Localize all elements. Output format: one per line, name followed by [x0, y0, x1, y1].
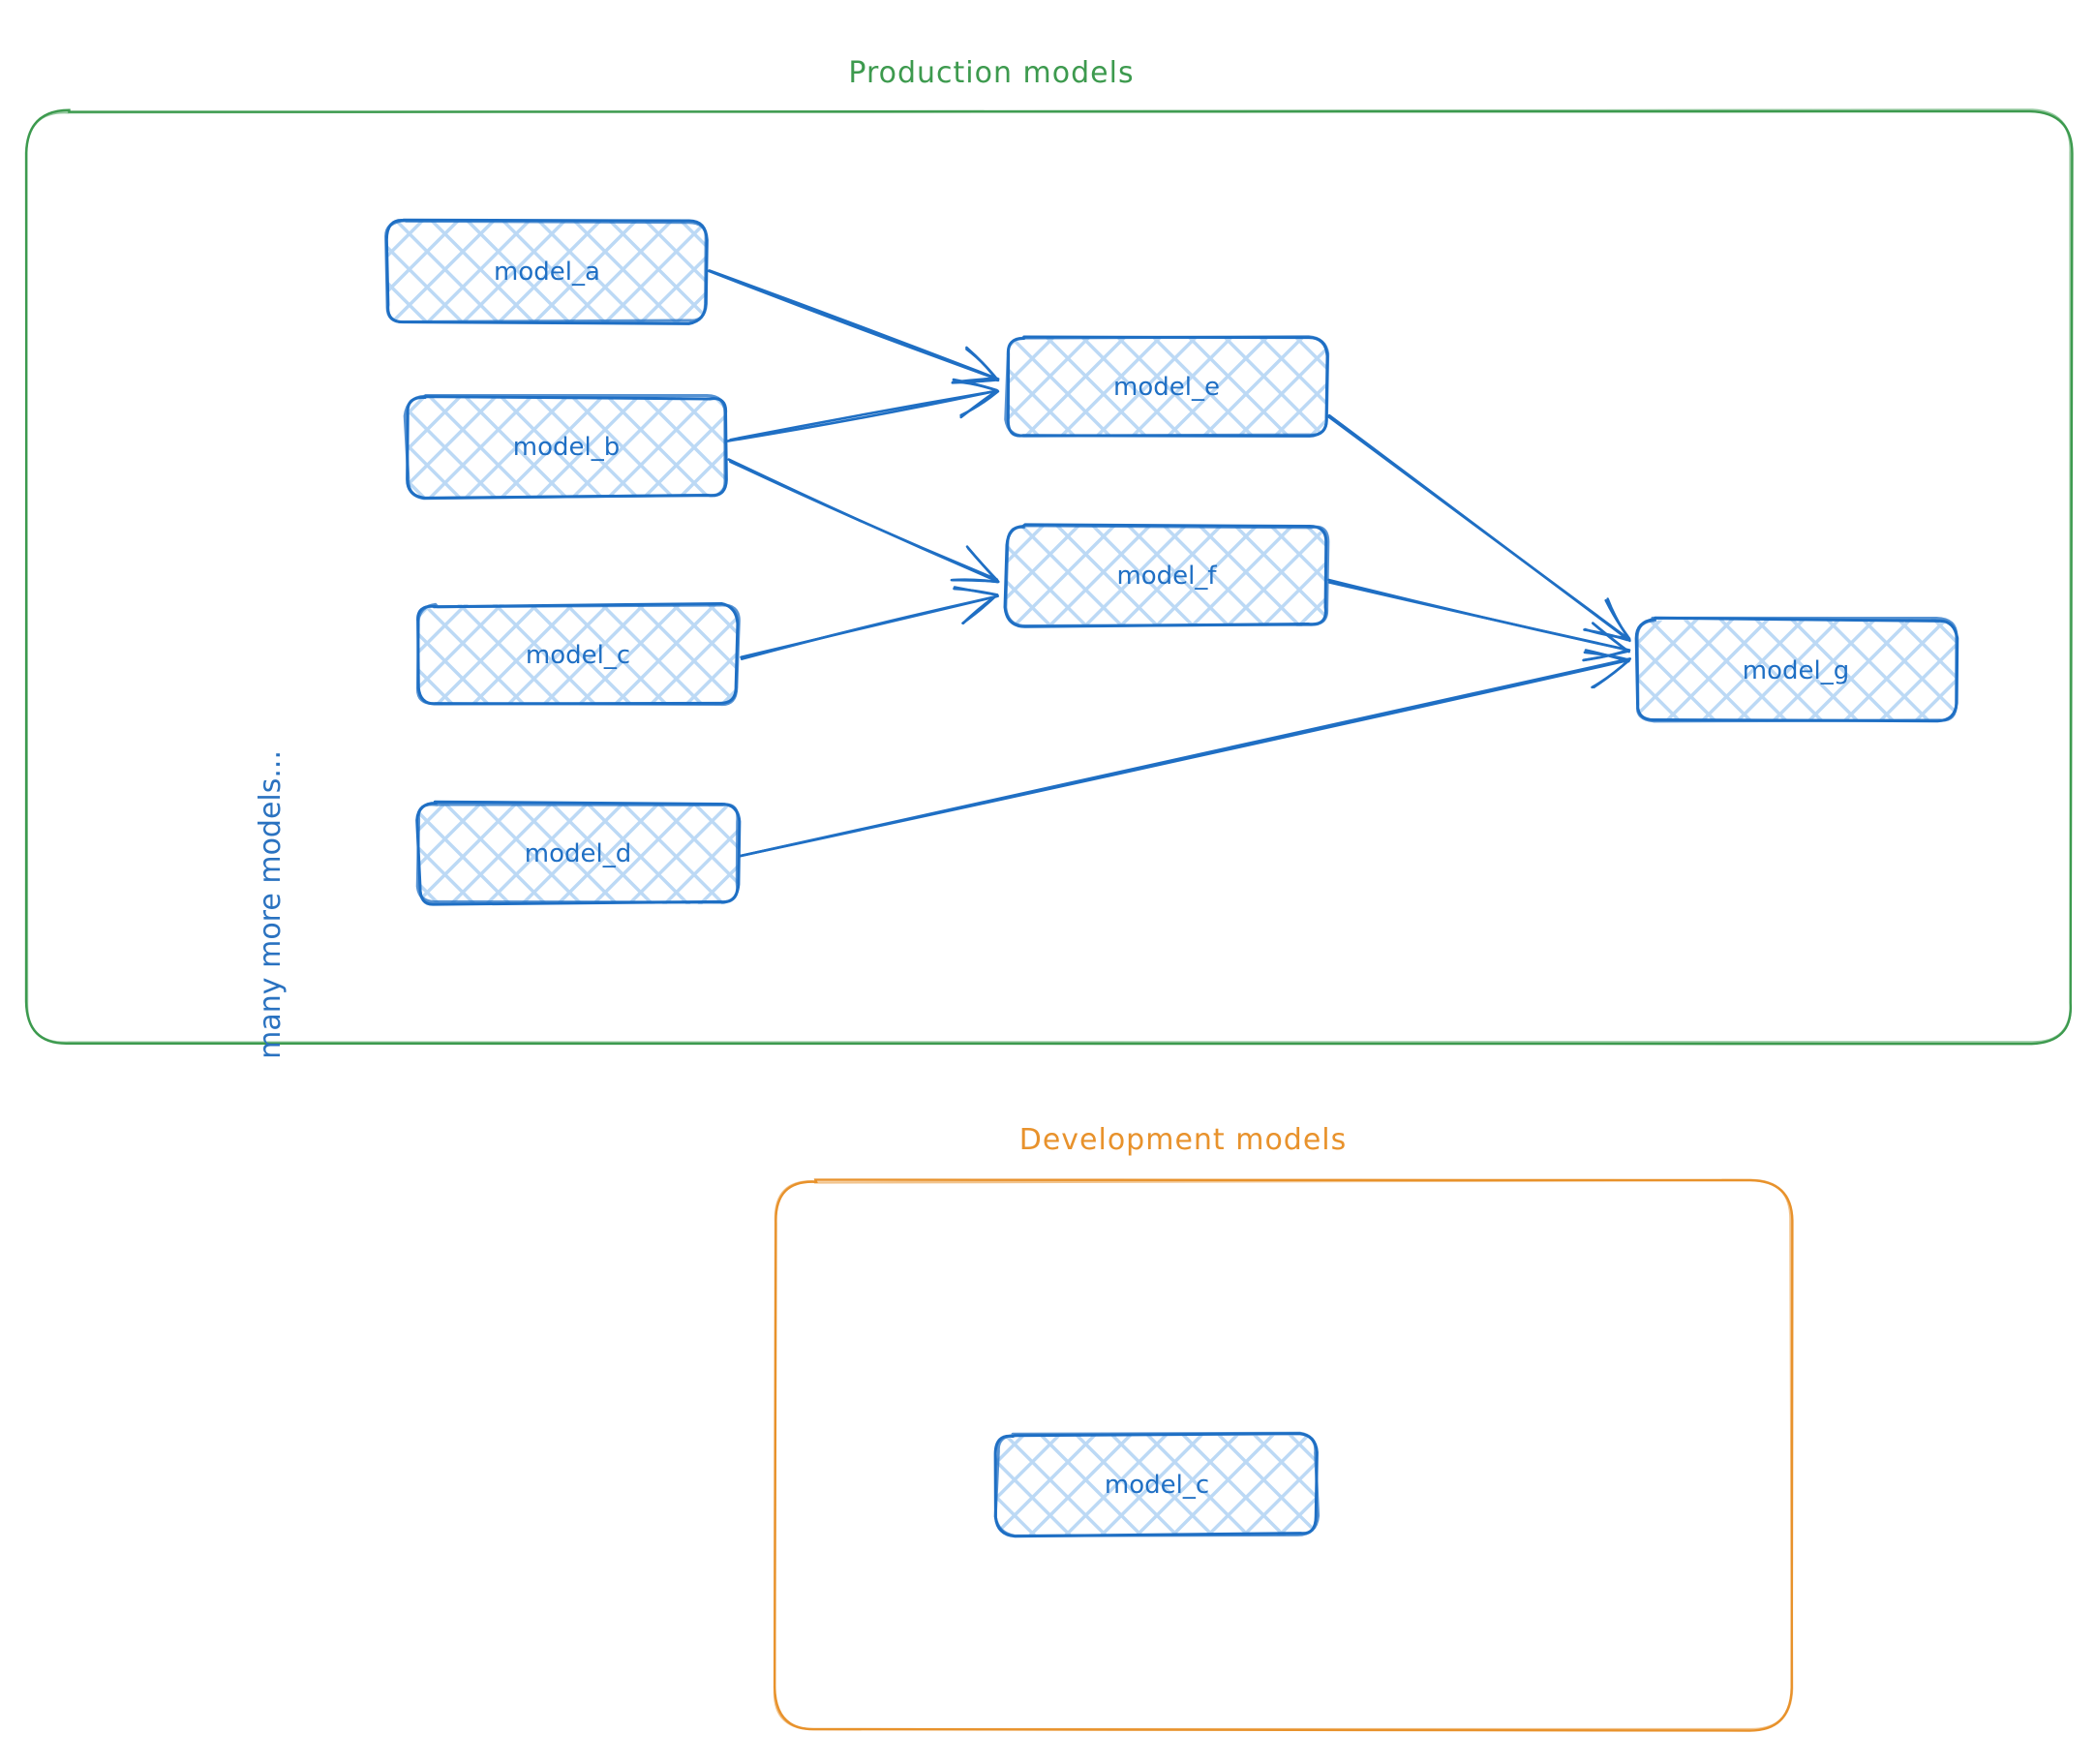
- node-model_b[interactable]: [403, 393, 728, 501]
- node-model_c[interactable]: [415, 601, 741, 707]
- edge-model_b-to-model_e: [726, 378, 1000, 442]
- node-model_e[interactable]: [1004, 335, 1330, 438]
- edge-model_a-to-model_e: [707, 269, 1000, 384]
- edge-model_d-to-model_g: [739, 649, 1632, 858]
- edges: [707, 269, 1632, 858]
- edge-model_b-to-model_f: [727, 458, 1000, 584]
- node-dev_model_c[interactable]: [993, 1431, 1321, 1538]
- edge-model_f-to-model_g: [1327, 578, 1631, 662]
- node-model_d[interactable]: [415, 800, 742, 906]
- group-container-production[interactable]: [24, 108, 2074, 1046]
- group-container-development[interactable]: [773, 1178, 1794, 1732]
- node-model_g[interactable]: [1634, 616, 1959, 723]
- nodes: [384, 218, 1959, 1538]
- group-containers: [24, 108, 2074, 1732]
- node-model_f[interactable]: [1003, 523, 1330, 628]
- edge-model_e-to-model_g: [1326, 413, 1631, 643]
- node-model_a[interactable]: [384, 218, 709, 325]
- edge-model_c-to-model_f: [740, 586, 999, 660]
